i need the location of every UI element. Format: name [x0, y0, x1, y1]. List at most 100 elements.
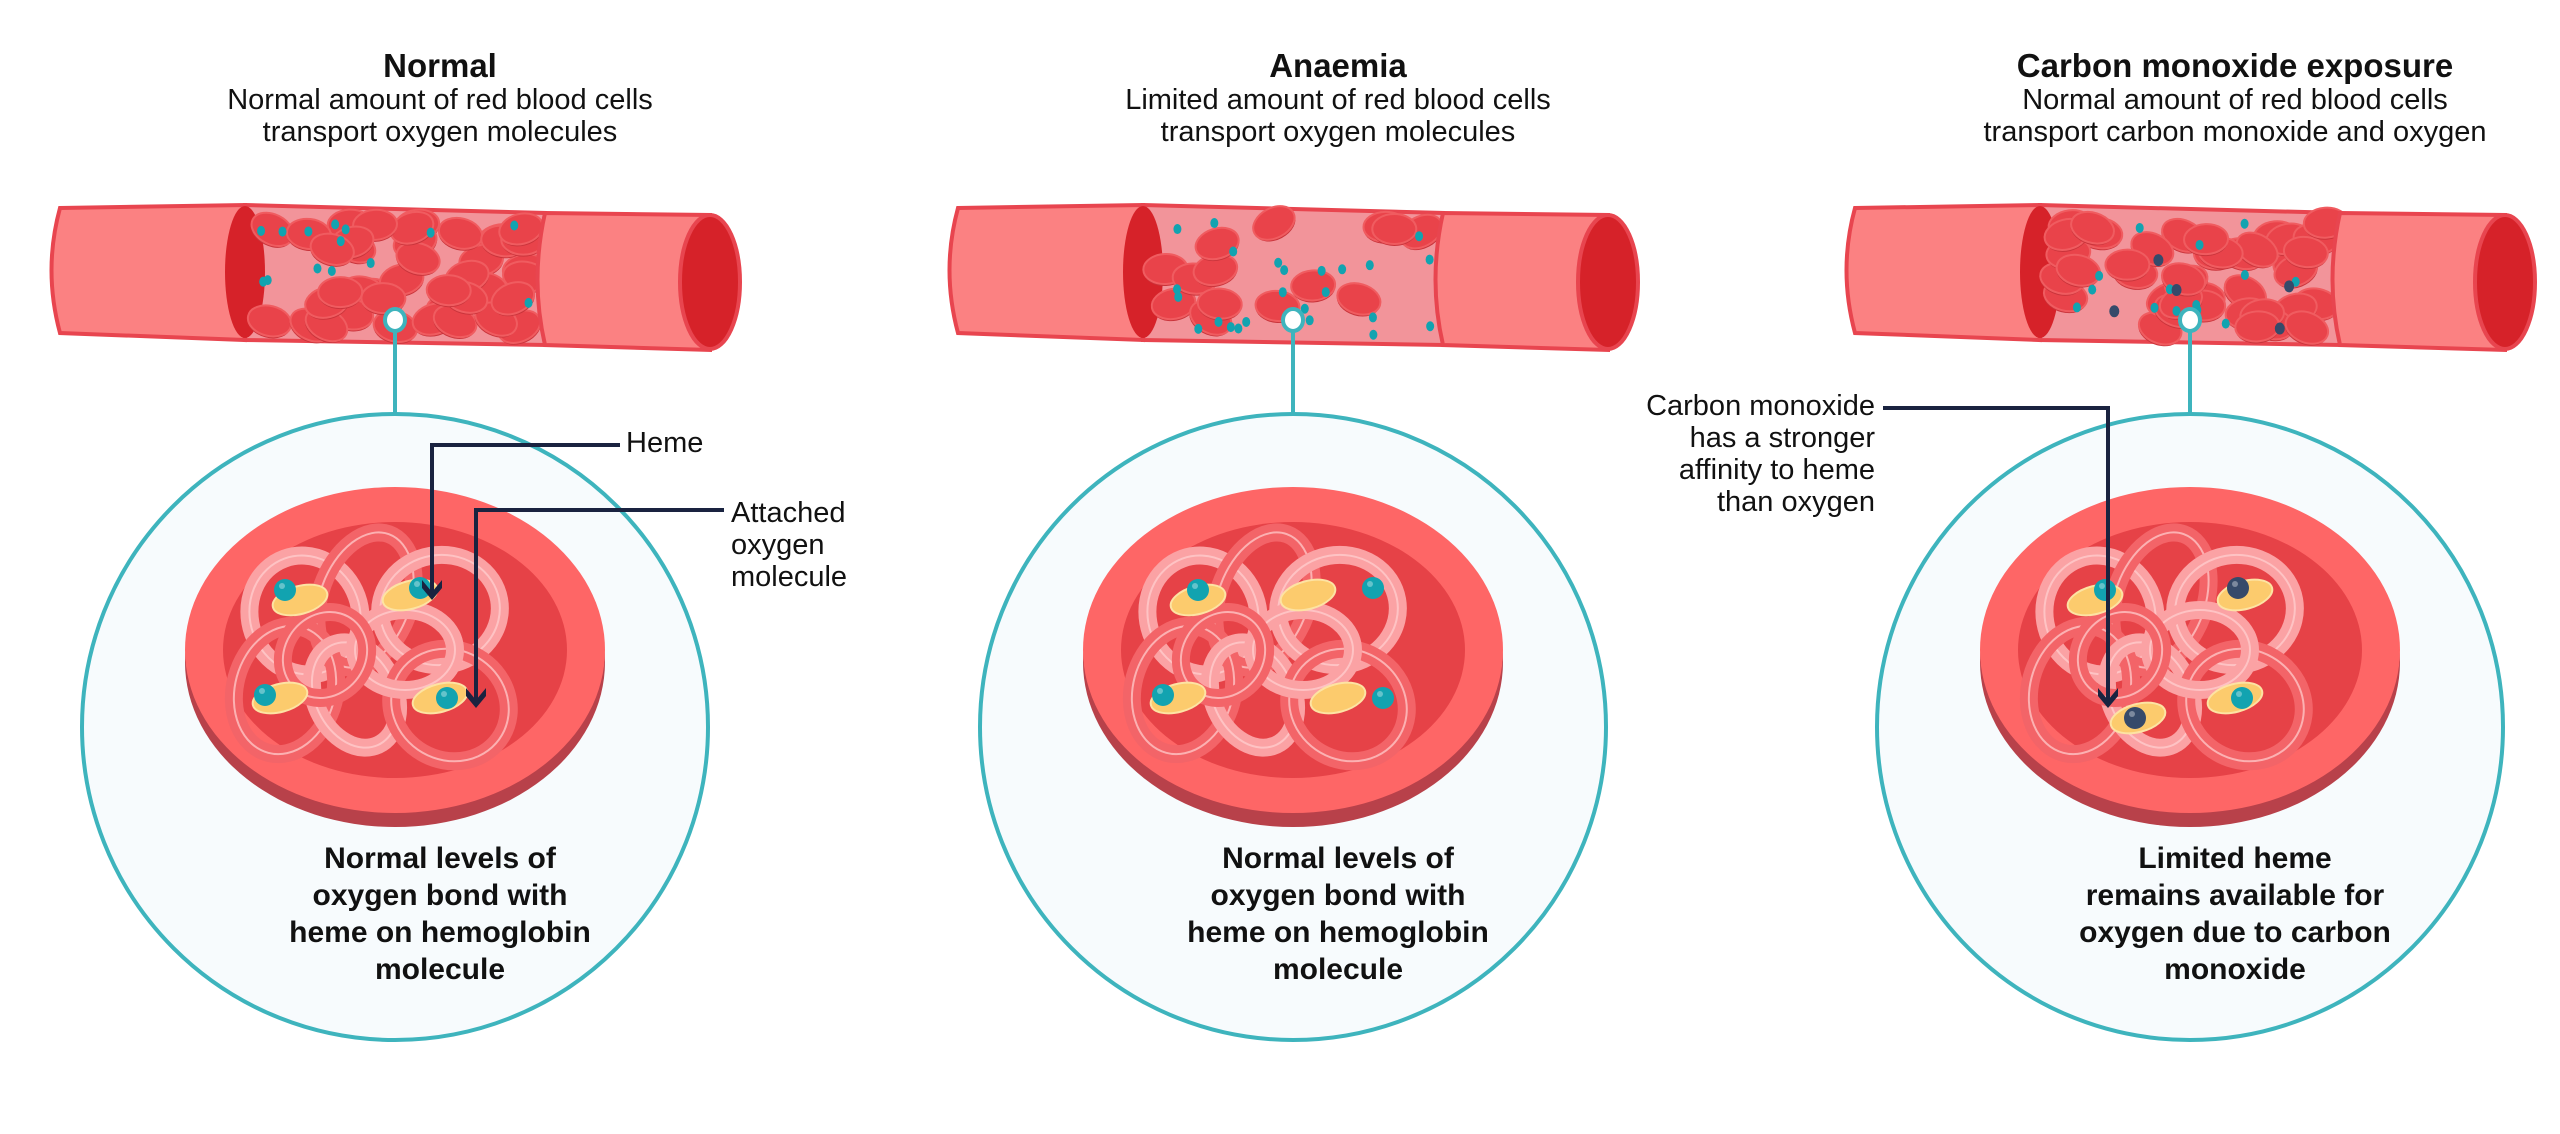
panel-title: Carbon monoxide exposure — [2016, 47, 2454, 84]
oxygen-molecule — [1300, 303, 1309, 314]
panel-subtitle-line: Normal amount of red blood cells — [227, 84, 653, 116]
red-blood-cell — [1192, 253, 1239, 287]
carbon-monoxide-molecule — [2109, 305, 2120, 318]
callout-line: affinity to heme — [1678, 454, 1875, 486]
panel-title: Anaemia — [1269, 47, 1407, 84]
panel-subtitle-line: transport carbon monoxide and oxygen — [1983, 116, 2487, 148]
oxygen-molecule — [1372, 687, 1394, 709]
vessel-left-segment — [947, 202, 1145, 343]
oxygen-molecule — [341, 224, 350, 235]
vessel-lumen-right — [678, 213, 742, 351]
caption-line: Normal levels of — [324, 842, 556, 875]
red-blood-cell — [2070, 210, 2115, 246]
panel-caption: Normal levels of oxygen bond with heme o… — [0, 840, 880, 988]
rbc-body — [2235, 231, 2279, 268]
panel-normal: Normal Normal amount of red blood cells … — [0, 0, 880, 1134]
heme-group — [2216, 577, 2274, 612]
heme-group — [1309, 681, 1394, 715]
oxygen-molecule — [1426, 321, 1435, 332]
oxygen-molecule — [1278, 287, 1287, 298]
panel-header: Normal Normal amount of red blood cells … — [0, 47, 880, 149]
callout-line: Carbon monoxide — [1646, 390, 1875, 422]
red-blood-cell — [317, 276, 364, 310]
oxygen-molecule — [1368, 312, 1377, 323]
caption-line: Limited heme — [2138, 842, 2332, 875]
molecule-highlight — [2099, 583, 2105, 589]
arrow-head-icon — [422, 580, 442, 600]
oxygen-molecule — [2135, 222, 2144, 233]
carbon-monoxide-molecule — [2153, 254, 2164, 267]
red-blood-cell — [395, 241, 441, 276]
oxygen-molecule — [1234, 323, 1243, 334]
oxygen-molecule — [1425, 254, 1434, 265]
panel-subtitle-line: transport oxygen molecules — [1160, 116, 1516, 148]
callout-line: oxygen — [731, 529, 825, 561]
oxygen-molecule — [1365, 260, 1374, 271]
rbc-body — [1371, 212, 1418, 245]
red-blood-cell — [1194, 226, 1240, 262]
rbc-body — [395, 241, 441, 275]
molecule-highlight — [259, 688, 265, 694]
carbon-monoxide-molecule — [2124, 707, 2146, 729]
oxygen-molecule — [254, 684, 276, 706]
zoom-pin-marker — [2178, 307, 2202, 333]
panel-header: Anaemia Limited amount of red blood cell… — [898, 47, 1778, 149]
panel-header: Carbon monoxide exposure Normal amount o… — [1795, 47, 2560, 149]
callout-oxygen-pointer — [466, 508, 724, 708]
rbc-body — [2284, 310, 2330, 345]
panel-title: Normal — [383, 47, 497, 84]
callout-line: than oxygen — [1716, 486, 1875, 518]
red-blood-cell — [2183, 223, 2230, 257]
red-blood-cell — [498, 212, 544, 247]
red-blood-cell — [2235, 231, 2279, 269]
red-blood-cell — [389, 210, 435, 246]
molecule-highlight — [279, 583, 285, 589]
red-blood-cell — [1371, 212, 1418, 246]
heme-group — [2206, 681, 2264, 715]
zoom-pin-marker — [1281, 307, 1305, 333]
caption-line: oxygen due to carbon — [2079, 916, 2391, 949]
magnified-view — [80, 412, 710, 1042]
caption-line: Normal levels of — [1222, 842, 1454, 875]
panel-illustration — [49, 202, 742, 1042]
callout-line: Attached — [731, 497, 846, 529]
oxygen-molecule — [1362, 577, 1384, 599]
heme — [1279, 578, 1337, 612]
zoom-pin-marker — [383, 307, 407, 333]
panel-carbon-monoxide: Carbon monoxide exposure Normal amount o… — [1646, 0, 2560, 1134]
oxygen-molecule — [1187, 579, 1209, 601]
blood-vessel — [1844, 202, 2537, 413]
heme-group — [411, 681, 469, 715]
oxygen-molecule — [278, 226, 287, 237]
magnified-view — [1875, 412, 2505, 1042]
rbc-body — [2183, 223, 2230, 256]
heme-group — [271, 579, 329, 617]
oxygen-molecule — [1210, 218, 1219, 229]
oxygen-molecule — [1242, 316, 1251, 327]
oxygen-molecule — [510, 220, 519, 231]
oxygen-molecule — [1173, 284, 1182, 295]
oxygen-molecule — [2172, 305, 2181, 316]
vessel-lumen-right — [1576, 213, 1640, 351]
heme-group — [1169, 579, 1227, 617]
oxygen-molecule — [1338, 264, 1347, 275]
molecule-highlight — [1367, 581, 1373, 587]
rbc-body — [1194, 226, 1240, 261]
oxygen-molecule — [1194, 323, 1203, 334]
red-blood-cell — [437, 216, 484, 251]
heme-group — [251, 681, 309, 715]
rbc-body — [2282, 235, 2329, 269]
oxygen-molecule — [436, 687, 458, 709]
molecule-highlight — [2236, 691, 2242, 697]
callout-line — [474, 508, 724, 700]
oxygen-molecule — [1369, 329, 1378, 340]
panel-illustration — [947, 202, 1640, 1042]
caption-line: heme on hemoglobin — [289, 916, 591, 949]
oxygen-molecule — [2240, 218, 2249, 229]
molecule-highlight — [2232, 581, 2238, 587]
panel-caption: Limited heme remains available for oxyge… — [1795, 840, 2560, 988]
oxygen-molecule — [2095, 270, 2104, 281]
oxygen-molecule — [313, 263, 322, 274]
oxygen-molecule — [1321, 287, 1330, 298]
callout-line: has a stronger — [1689, 422, 1875, 454]
